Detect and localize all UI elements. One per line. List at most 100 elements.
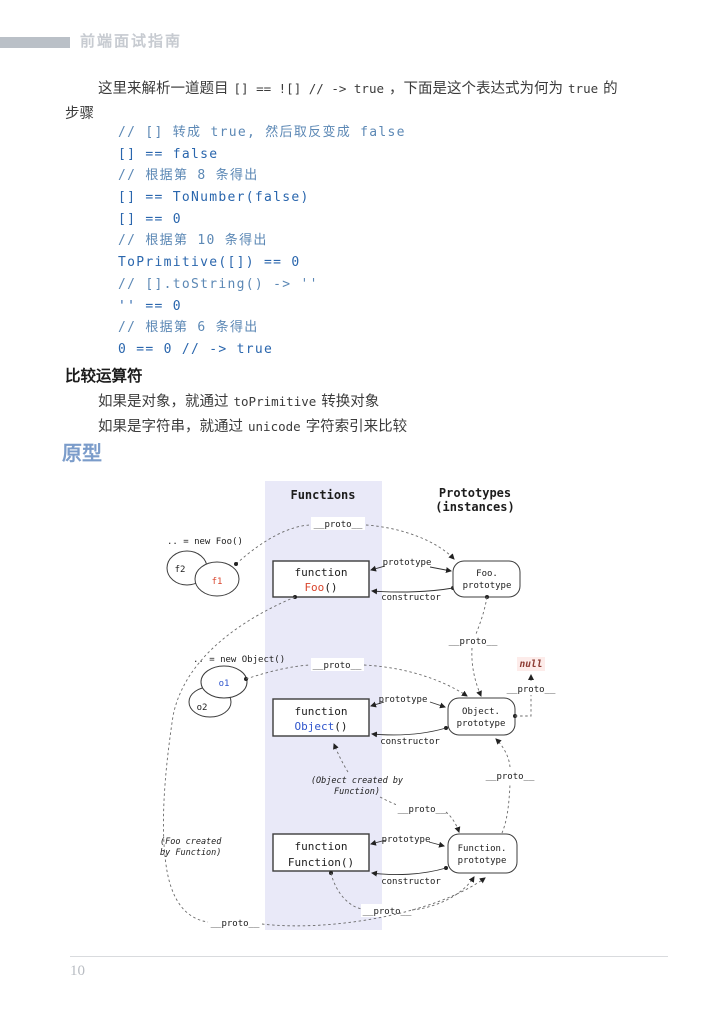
code-line: ToPrimitive([]) == 0 <box>118 255 301 271</box>
label-chip <box>504 682 558 695</box>
document-header-title: 前端面试指南 <box>80 34 183 50</box>
foo-constructor-line <box>371 587 454 595</box>
foo-created-annotation-line2: by Function) <box>160 848 221 858</box>
function-prototype-box-line1: Function. <box>458 844 507 854</box>
proto-link-o1-arrow <box>363 664 468 697</box>
function-prototype-line-left <box>370 839 387 846</box>
page-number: 10 <box>70 963 85 979</box>
o1-label: o1 <box>219 679 230 689</box>
proto-link-funcproto-curve <box>501 783 511 834</box>
cmp2-text-1: 如果是字符串，就通过 <box>98 419 243 435</box>
object-created-annotation-line2: Function) <box>334 787 380 797</box>
label-chip <box>447 634 501 647</box>
proto-label-null: __proto__ <box>507 685 556 695</box>
intro-text-3: 的 <box>603 81 618 97</box>
intro-paragraph: 这里来解析一道题目[] == ![] // -> true，下面是这个表达式为何… <box>65 76 665 127</box>
foo-prototype-label: prototype <box>383 558 432 568</box>
proto-label-function: __proto__ <box>363 907 412 917</box>
header-accent-bar <box>0 37 70 48</box>
proto-link-foo-long-arrow <box>261 877 486 927</box>
proto-label-top: __proto__ <box>314 520 363 530</box>
object-name: Object <box>295 720 335 733</box>
function-constructor-label: constructor <box>381 877 441 887</box>
foo-keyword: function <box>295 566 348 579</box>
function-signature: Function() <box>288 856 354 869</box>
object-prototype-box-line2: prototype <box>457 719 506 729</box>
function-prototype-box-line2: prototype <box>458 856 507 866</box>
proto-link-function-arrow <box>411 876 475 911</box>
object-prototype-line-left <box>370 701 385 708</box>
cmp2-code: unicode <box>248 419 301 434</box>
o2-label: o2 <box>197 703 208 713</box>
prototype-chain-diagram: Functions Prototypes (instances) __proto… <box>140 476 585 943</box>
f1-label: f1 <box>212 577 223 587</box>
foo-prototype-box-line2: prototype <box>463 581 512 591</box>
code-block: // [] 转成 true, 然后取反变成 false [] == false … <box>118 122 406 361</box>
comparison-line-2: 如果是字符串，就通过 unicode 字符索引来比较 <box>98 415 407 436</box>
proto-label-foo: __proto__ <box>211 919 260 929</box>
code-line: [] == ToNumber(false) <box>118 190 310 206</box>
code-line: // [] 转成 true, 然后取反变成 false <box>118 125 406 140</box>
foo-prototype-line-right <box>429 566 452 574</box>
function-paren: () <box>341 856 354 869</box>
inline-code-true: true <box>568 81 599 96</box>
object-prototype-box-line1: Object. <box>462 707 500 717</box>
object-prototype-line-right <box>429 701 446 709</box>
foo-constructor-label: constructor <box>381 593 441 603</box>
object-signature: Object() <box>295 720 348 733</box>
code-line: [] == false <box>118 146 219 162</box>
object-paren: () <box>334 720 347 733</box>
object-keyword: function <box>295 705 348 718</box>
proto-label-object: __proto__ <box>398 805 447 815</box>
label-chip <box>209 916 262 929</box>
proto-link-null-arrow <box>515 674 534 717</box>
instance-f1-circle <box>194 561 240 597</box>
code-line: '' == 0 <box>118 298 182 314</box>
function-foo-box <box>272 560 370 598</box>
null-chip <box>517 657 545 671</box>
label-chip <box>396 802 449 815</box>
function-name: Function <box>288 856 341 869</box>
null-label: null <box>520 659 543 670</box>
proto-label-o1: __proto__ <box>313 661 362 671</box>
functions-column-header: Functions <box>290 488 355 502</box>
instance-o1-circle <box>200 665 248 699</box>
intro-text-1: 这里来解析一道题目 <box>98 81 229 97</box>
code-line: [] == 0 <box>118 211 182 227</box>
function-prototype-box <box>447 833 518 874</box>
code-line: // 根据第 8 条得出 <box>118 168 259 184</box>
proto-link-f1-curve <box>235 524 311 565</box>
object-prototype-label: prototype <box>379 695 428 705</box>
foo-prototype-line-left <box>370 565 386 572</box>
code-line: 0 == 0 // -> true <box>118 341 274 357</box>
label-chip <box>484 769 537 782</box>
proto-link-f1-arrow <box>365 524 455 560</box>
foo-signature: Foo() <box>304 581 337 594</box>
inline-code-expression: [] == ![] // -> true <box>233 81 385 96</box>
footer-divider <box>70 956 668 957</box>
link-dot <box>234 562 238 566</box>
label-chip <box>361 904 414 917</box>
proto-link-funcproto-arrow <box>495 738 511 768</box>
proto-link-object-arrow <box>445 811 461 833</box>
function-prototype-line-right <box>428 841 445 848</box>
proto-link-o1-curve <box>245 664 311 680</box>
code-line: // 根据第 10 条得出 <box>118 233 268 249</box>
proto-label-fooproto: __proto__ <box>449 637 498 647</box>
cmp2-text-2: 字符索引来比较 <box>305 419 408 435</box>
prototypes-column-header: Prototypes <box>439 486 511 500</box>
proto-link-fooproto-curve <box>475 596 488 635</box>
foo-paren: () <box>324 581 337 594</box>
proto-link-function-curve <box>330 872 363 910</box>
new-object-label: .. = new Object() <box>193 655 285 665</box>
new-foo-label: .. = new Foo() <box>167 537 243 547</box>
function-keyword: function <box>295 840 348 853</box>
foo-prototype-box-line1: Foo. <box>476 569 498 579</box>
intro-line-2: 步骤 <box>65 106 94 122</box>
proto-label-funcproto: __proto__ <box>486 772 535 782</box>
code-line: // 根据第 6 条得出 <box>118 320 259 336</box>
function-prototype-label: prototype <box>382 835 431 845</box>
prototypes-column-subheader: (instances) <box>435 500 514 514</box>
